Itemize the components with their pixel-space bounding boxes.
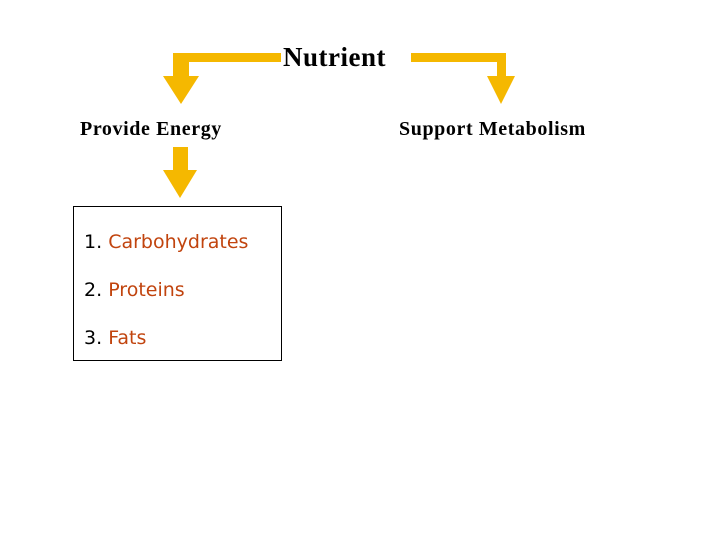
list-item-label: Proteins [108, 279, 185, 301]
list-item: 3. Fats [84, 327, 146, 349]
list-item-number: 2. [84, 279, 103, 301]
arrow-provide-energy-to-list [163, 147, 197, 198]
list-item-number: 1. [84, 231, 103, 253]
list-item: 2. Proteins [84, 279, 185, 301]
list-item-number: 3. [84, 327, 103, 349]
arrow-root-to-support-metabolism [411, 53, 515, 104]
root-node-label: Nutrient [283, 42, 386, 72]
list-item-label: Carbohydrates [108, 231, 249, 253]
list-item-label: Fats [108, 327, 147, 349]
branch-label-support-metabolism: Support Metabolism [399, 118, 586, 140]
arrow-root-to-provide-energy [163, 53, 281, 104]
list-item: 1. Carbohydrates [84, 231, 248, 253]
branch-label-provide-energy: Provide Energy [80, 118, 222, 140]
nutrient-list-box: 1. Carbohydrates 2. Proteins 3. Fats [73, 206, 282, 361]
